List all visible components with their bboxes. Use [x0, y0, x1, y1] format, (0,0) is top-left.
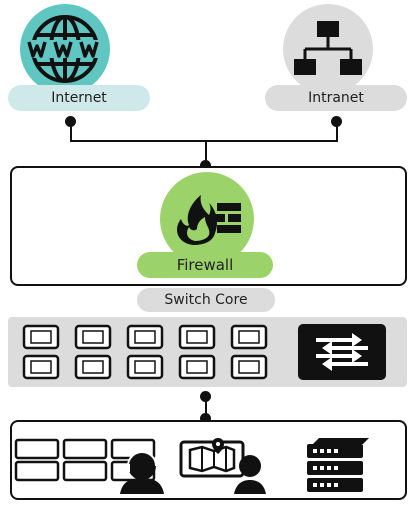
bus-line: [70, 140, 338, 142]
intranet-node: [283, 4, 373, 94]
desktop-workspace: [14, 436, 164, 494]
bus-to-firewall-line: [205, 140, 207, 164]
globe-www-icon: [26, 15, 104, 83]
switch-arrows-icon: [316, 333, 368, 371]
firewall-label: Firewall: [137, 252, 273, 278]
internet-drop-line: [70, 122, 72, 142]
server-rack-icon: [307, 438, 369, 492]
internet-label: Internet: [8, 85, 150, 111]
intranet-label: Intranet: [265, 85, 407, 111]
internet-node: [20, 4, 110, 94]
server-rack: [305, 436, 371, 494]
map-support-icon: [179, 438, 266, 494]
endpoints-connector-dot: [200, 413, 211, 424]
network-hierarchy-icon: [294, 21, 362, 75]
port-chips-icon: [22, 324, 268, 380]
switch-core-label: Switch Core: [137, 288, 275, 312]
internet-connector-dot: [65, 116, 76, 127]
switch-to-endpoints-line: [205, 398, 207, 420]
desktop-windows-grid-icon: [14, 438, 164, 494]
flame-brick-wall-icon: [177, 195, 241, 245]
switch-icon-box: [298, 324, 386, 380]
firewall-node: [160, 172, 254, 266]
switch-connector-dot: [200, 391, 211, 402]
intranet-drop-line: [336, 122, 338, 142]
port-grid: [20, 323, 280, 381]
intranet-connector-dot: [331, 116, 342, 127]
firewall-connector-dot: [200, 160, 211, 171]
map-support: [178, 434, 268, 494]
